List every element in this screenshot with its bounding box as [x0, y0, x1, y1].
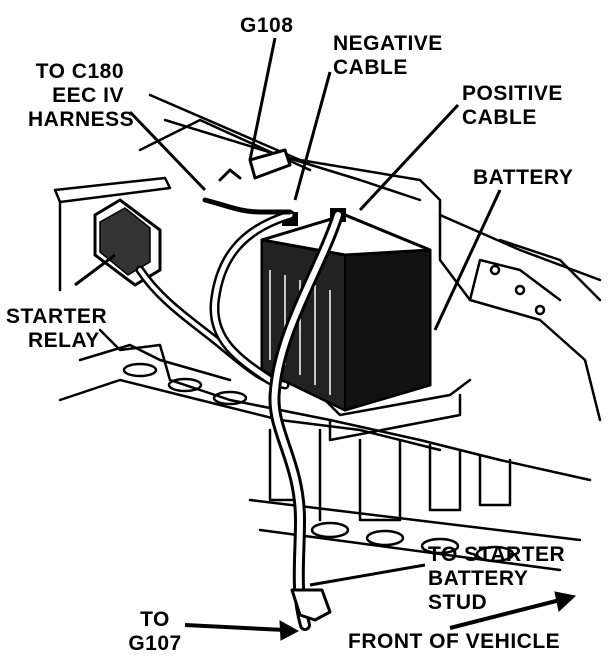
battery — [260, 208, 432, 412]
g108-ground-block — [248, 148, 292, 180]
arrow-front-of-vehicle — [449, 591, 577, 630]
arrow-to-g107 — [184, 620, 300, 641]
leader-to-c180 — [128, 110, 207, 192]
positive-cable — [268, 209, 344, 631]
leader-positive-cable — [358, 103, 460, 212]
label-positive-cable: POSITIVE CABLE — [462, 82, 563, 129]
leader-battery — [433, 189, 502, 331]
negative-cable — [209, 210, 295, 385]
starter-relay — [93, 198, 162, 287]
label-battery: BATTERY — [473, 166, 574, 189]
radiator-support — [53, 176, 592, 482]
leader-to-starter — [309, 563, 426, 587]
label-to-starter-battery-stud: TO STARTER BATTERY STUD — [428, 543, 566, 614]
fender-outline — [138, 93, 602, 422]
leader-g108 — [248, 37, 277, 161]
label-front-of-vehicle: FRONT OF VEHICLE — [348, 630, 561, 653]
label-to-g107: TO G107 — [128, 608, 182, 655]
label-to-c180: TO C180 EEC IV HARNESS — [28, 60, 135, 131]
label-negative-cable: NEGATIVE CABLE — [333, 32, 443, 79]
battery-tray — [318, 378, 472, 442]
label-g108: G108 — [240, 14, 294, 37]
g107-ground-terminal — [290, 588, 332, 622]
leader-negative-cable — [293, 71, 332, 201]
eec-iv-harness — [202, 168, 293, 215]
leader-starter-relay — [74, 253, 116, 287]
label-starter-relay: STARTER RELAY — [6, 305, 108, 352]
